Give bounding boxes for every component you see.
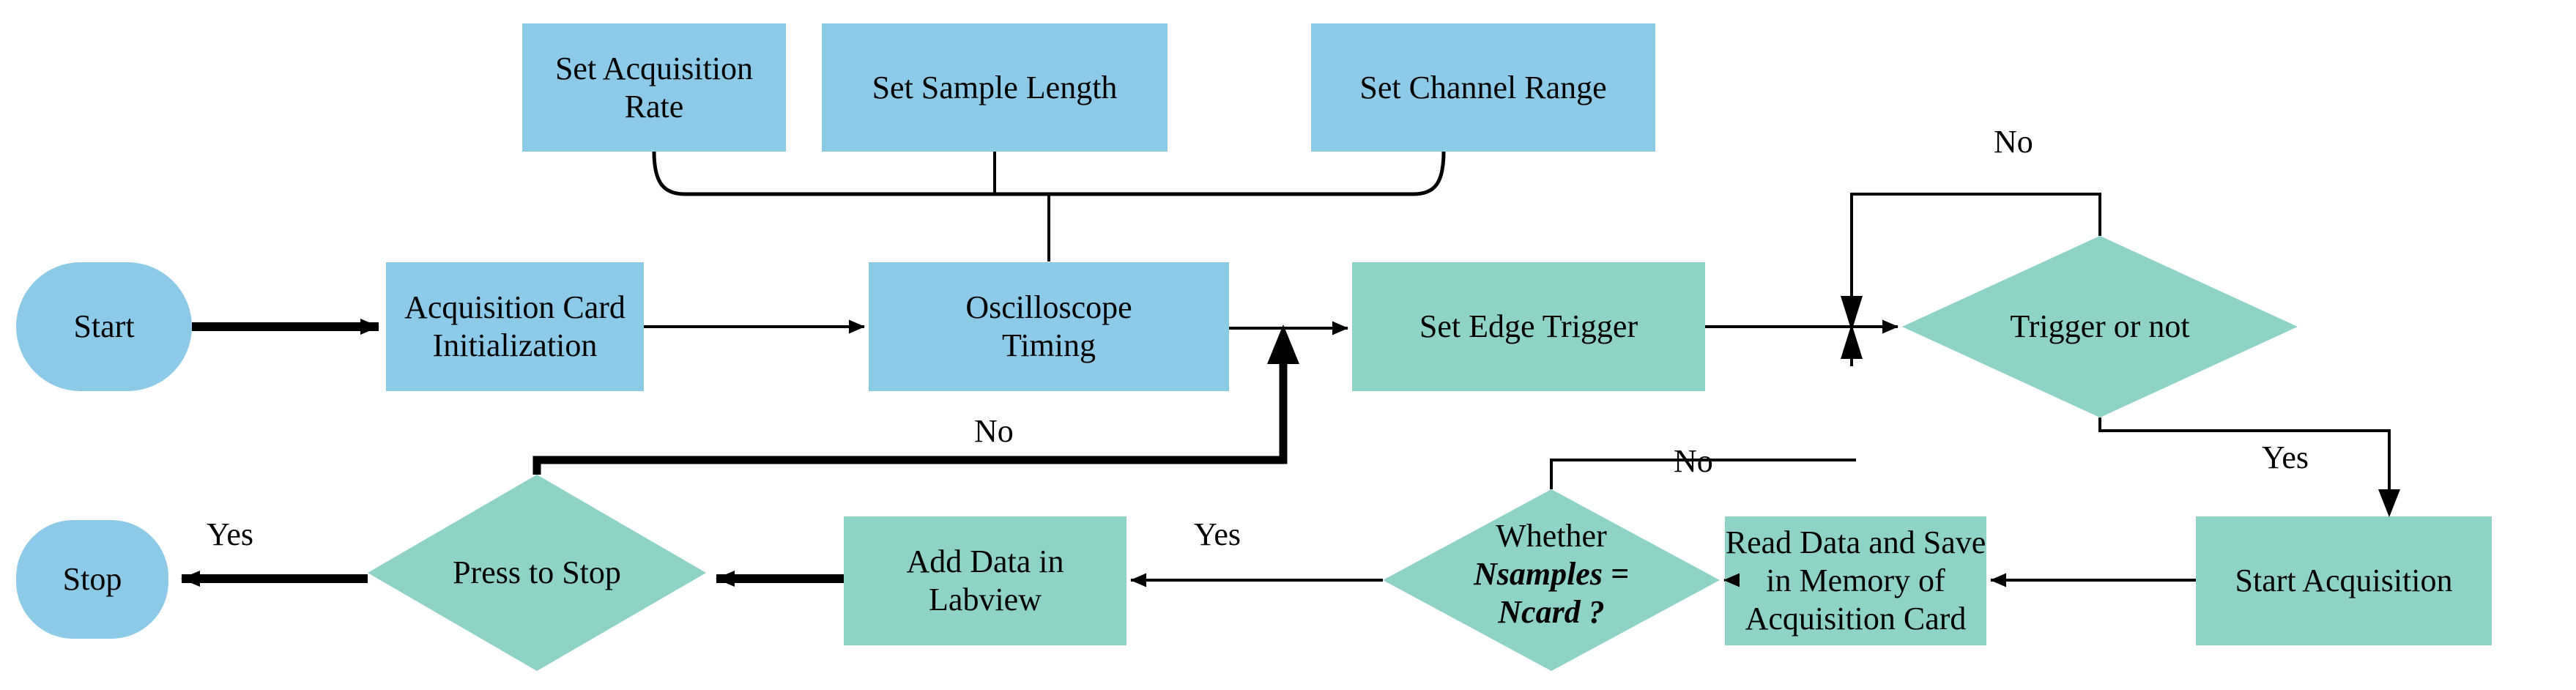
node-add-data-in-labview[interactable] [844, 516, 1126, 645]
edge-label-no-nsamples-loop: No [1674, 443, 1713, 479]
edge-label-no-trigger-loop: No [1994, 124, 2033, 160]
node-trigger-or-not[interactable] [1902, 236, 2298, 418]
node-whether-nsamples-equals-ncard[interactable] [1383, 489, 1720, 671]
node-start[interactable] [16, 262, 192, 391]
edge-nsamples-no-loop [1550, 459, 1856, 489]
node-start-acquisition[interactable] [2196, 516, 2492, 645]
node-set-acquisition-rate[interactable] [522, 23, 786, 152]
edge-label-no-stop-loop: No [974, 413, 1014, 449]
edge-trigger-no-arrowhead [1841, 296, 1863, 331]
node-acquisition-card-initialization[interactable] [386, 262, 644, 391]
connector-settings-brace [652, 151, 1446, 196]
edge-trigger-no-loop [1850, 193, 2101, 322]
node-set-edge-trigger[interactable] [1352, 262, 1705, 391]
node-press-to-stop[interactable] [368, 475, 706, 671]
node-stop[interactable] [16, 520, 168, 639]
edge-trigger-yes-arrowhead [2378, 489, 2400, 517]
node-read-data-and-save[interactable] [1725, 516, 1986, 645]
edge-press-to-stop-no-arrowhead [1267, 324, 1299, 364]
edge-label-yes-nsamples: Yes [1194, 516, 1241, 552]
node-set-channel-range[interactable] [1311, 23, 1655, 152]
edge-press-to-stop-no-loop [532, 359, 1288, 475]
edge-label-yes-press-stop: Yes [207, 516, 254, 552]
node-oscilloscope-timing[interactable] [869, 262, 1229, 391]
node-set-sample-length[interactable] [822, 23, 1168, 152]
edge-label-yes-trigger: Yes [2262, 439, 2309, 475]
edge-trigger-no-lower-tick [1841, 324, 1863, 359]
edge-trigger-yes [2098, 418, 2391, 511]
